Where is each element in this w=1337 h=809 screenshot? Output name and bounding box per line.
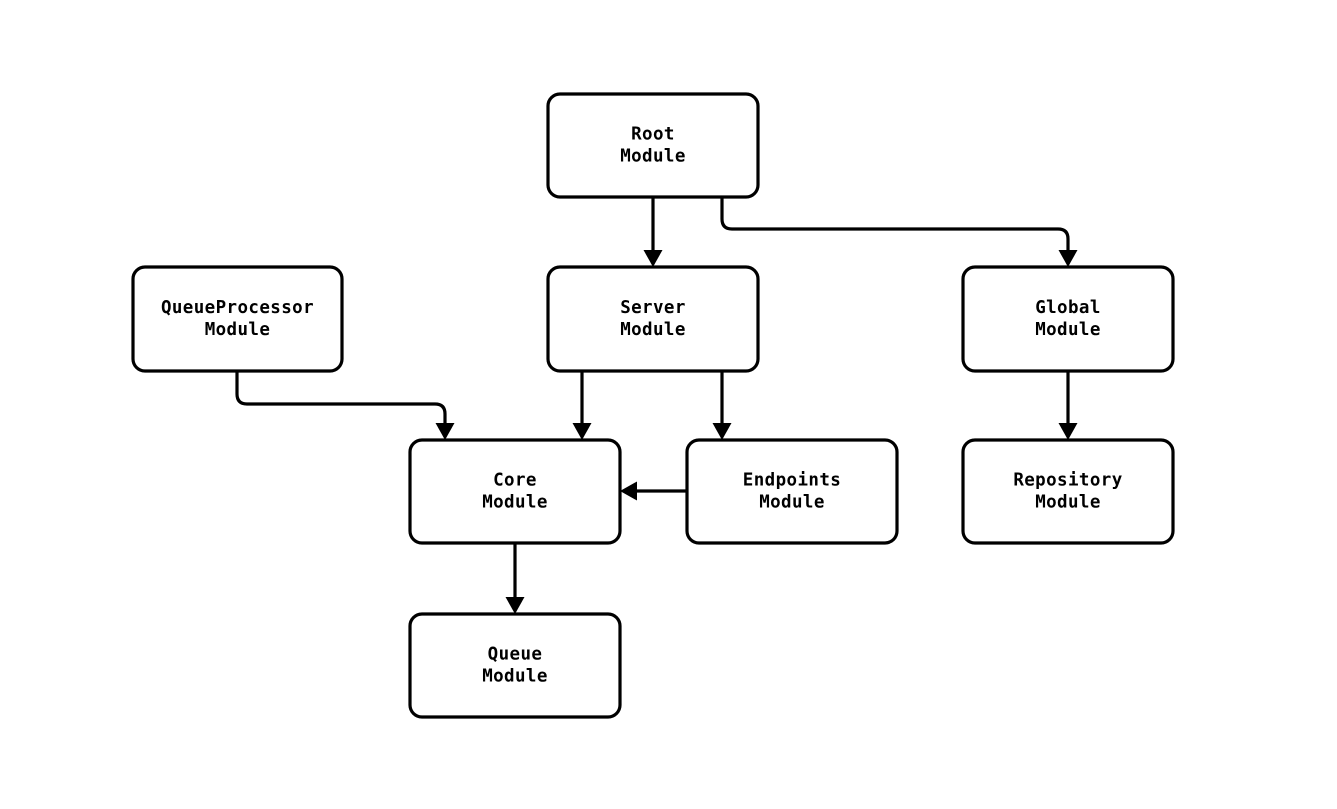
arrow-head-icon — [1058, 250, 1078, 267]
arrow-head-icon — [505, 597, 525, 614]
node-box-queueprocessor[interactable] — [131, 265, 344, 373]
edge-root-to-global — [720, 197, 1078, 267]
arrow-head-icon — [435, 423, 455, 440]
edge-global-to-repository — [1058, 371, 1078, 440]
node-label-line2-endpoints: Module — [759, 493, 825, 513]
node-box-root[interactable] — [546, 92, 760, 199]
node-box-queue[interactable] — [408, 612, 622, 719]
edge-server-to-endpoints — [712, 371, 732, 440]
node-label-line2-queueprocessor: Module — [205, 320, 271, 340]
arrow-head-icon — [1058, 423, 1078, 440]
node-label-line1-root: Root — [631, 125, 675, 145]
node-label-line1-repository: Repository — [1013, 471, 1122, 491]
node-label-line2-core: Module — [482, 493, 548, 513]
edge-endpoints-to-core — [620, 481, 687, 501]
node-label-line2-repository: Module — [1035, 493, 1101, 513]
arrow-head-icon — [620, 481, 637, 501]
node-box-endpoints[interactable] — [685, 438, 899, 545]
node-label-line1-queue: Queue — [488, 645, 543, 665]
edge-queueprocessor-to-core — [235, 371, 455, 440]
arrow-head-icon — [712, 423, 732, 440]
edges-layer — [235, 197, 1078, 614]
node-label-line2-server: Module — [620, 320, 686, 340]
edge-root-to-server — [643, 197, 663, 267]
node-label-line1-core: Core — [493, 471, 537, 491]
node-label-line1-endpoints: Endpoints — [743, 471, 841, 491]
node-box-global[interactable] — [961, 265, 1175, 373]
node-label-line1-queueprocessor: QueueProcessor — [161, 298, 314, 318]
node-label-line2-global: Module — [1035, 320, 1101, 340]
node-box-repository[interactable] — [961, 438, 1175, 545]
node-label-line1-server: Server — [620, 298, 686, 318]
edge-server-to-core — [572, 371, 592, 440]
edge-line — [235, 371, 447, 425]
node-label-line2-queue: Module — [482, 667, 548, 687]
node-label-line1-global: Global — [1035, 298, 1101, 318]
arrow-head-icon — [572, 423, 592, 440]
node-box-server[interactable] — [546, 265, 760, 373]
edge-core-to-queue — [505, 543, 525, 614]
nodes-layer: RootModuleQueueProcessorModuleServerModu… — [131, 92, 1175, 719]
edge-line — [720, 197, 1070, 252]
node-box-core[interactable] — [408, 438, 622, 545]
arrow-head-icon — [643, 250, 663, 267]
node-label-line2-root: Module — [620, 147, 686, 167]
